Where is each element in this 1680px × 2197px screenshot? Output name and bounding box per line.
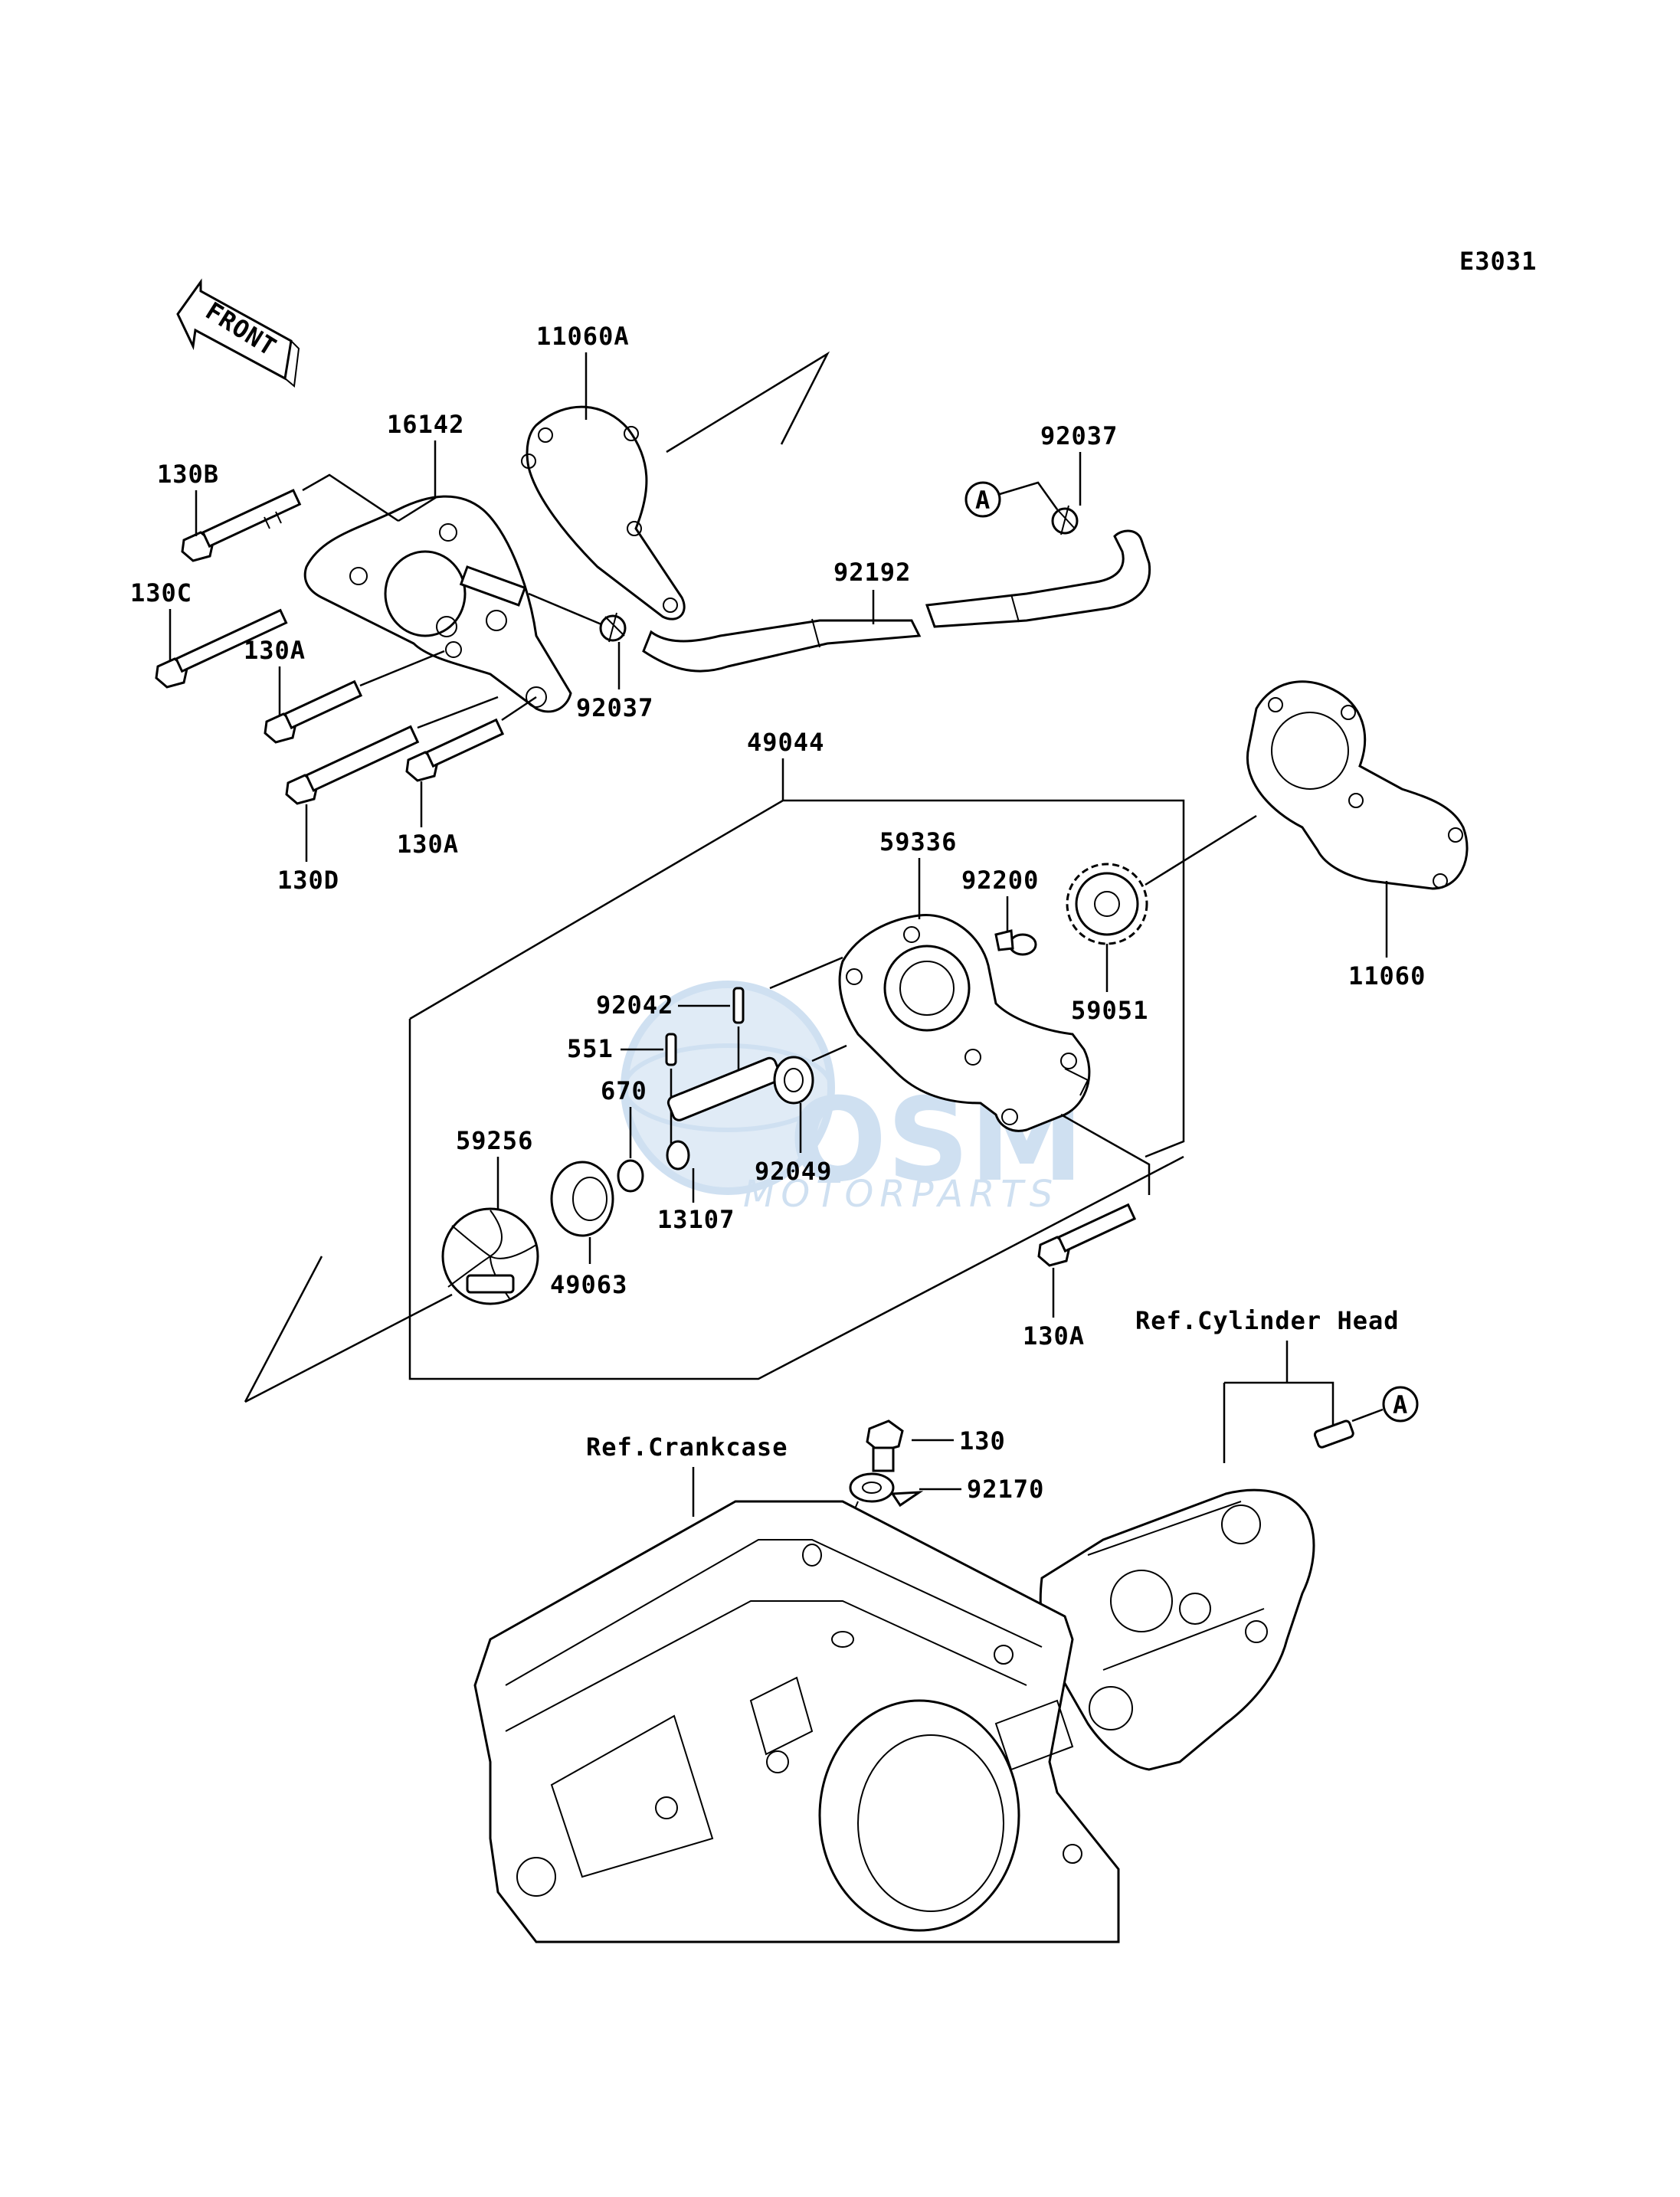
label-130: 130 xyxy=(959,1426,1006,1455)
oil-seal-92049 xyxy=(773,1056,814,1105)
pump-gear-59051 xyxy=(1066,863,1148,945)
bolt-130D xyxy=(285,725,420,805)
svg-text:A: A xyxy=(1393,1390,1408,1419)
label-130A-2: 130A xyxy=(397,830,459,859)
bolt-130A-1 xyxy=(264,679,363,744)
label-49063: 49063 xyxy=(550,1270,627,1299)
bolt-130 xyxy=(866,1419,904,1472)
label-130D: 130D xyxy=(277,866,339,895)
label-670: 670 xyxy=(601,1076,647,1105)
washer-92200 xyxy=(994,929,1037,956)
callout-A-bottom: A xyxy=(1382,1386,1419,1423)
label-59256: 59256 xyxy=(456,1126,533,1155)
bolt-130A-3 xyxy=(1037,1203,1137,1267)
crankcase-ref xyxy=(473,1500,1120,1943)
ref-cylinder-head: Ref.Cylinder Head xyxy=(1135,1306,1400,1335)
washer-92170 xyxy=(849,1472,924,1508)
svg-text:A: A xyxy=(975,486,991,515)
label-11060A: 11060A xyxy=(536,322,630,351)
label-92192: 92192 xyxy=(833,558,911,587)
label-16142: 16142 xyxy=(387,410,464,439)
label-92042: 92042 xyxy=(596,990,673,1020)
impeller-59256 xyxy=(441,1207,539,1305)
label-92200: 92200 xyxy=(961,866,1039,895)
hose-clamp-92037-upper xyxy=(1051,505,1079,535)
bolt-130B xyxy=(181,489,302,562)
water-hose-92192 xyxy=(642,529,1151,673)
pump-housing-59336 xyxy=(838,913,1091,1132)
label-92170: 92170 xyxy=(967,1475,1044,1504)
mechanical-seal-49063 xyxy=(550,1161,614,1237)
cylinder-head-fitting xyxy=(1313,1419,1354,1449)
label-59336: 59336 xyxy=(879,827,957,856)
label-59051: 59051 xyxy=(1071,996,1148,1025)
label-92049: 92049 xyxy=(755,1157,832,1186)
callout-A-top: A xyxy=(964,481,1001,518)
label-551: 551 xyxy=(567,1034,614,1063)
label-130A-3: 130A xyxy=(1023,1321,1085,1351)
label-130A-1: 130A xyxy=(244,636,306,665)
label-13107: 13107 xyxy=(657,1205,735,1234)
bolt-130A-2 xyxy=(405,718,505,782)
o-ring-670 xyxy=(617,1159,644,1193)
label-92037-upper: 92037 xyxy=(1040,421,1118,450)
gasket-11060 xyxy=(1246,680,1469,890)
front-arrow-icon: FRONT xyxy=(176,278,300,388)
label-11060: 11060 xyxy=(1348,961,1426,990)
pin-92042 xyxy=(732,987,745,1024)
watermark-sub: MOTORPARTS xyxy=(743,1173,1059,1216)
hose-clamp-92037-lower xyxy=(599,612,627,643)
water-pump-cover-16142 xyxy=(303,495,572,713)
label-130C: 130C xyxy=(130,578,192,607)
cylinder-head-ref xyxy=(1039,1488,1315,1771)
ref-crankcase: Ref.Crankcase xyxy=(586,1432,788,1462)
gasket-11060A xyxy=(521,405,686,620)
diagram-code: E3031 xyxy=(1459,247,1537,276)
label-49044: 49044 xyxy=(747,728,824,757)
label-130B: 130B xyxy=(157,460,219,489)
label-92037-lower: 92037 xyxy=(576,693,653,722)
bolt-130C xyxy=(155,608,288,689)
pin-551 xyxy=(665,1033,677,1066)
